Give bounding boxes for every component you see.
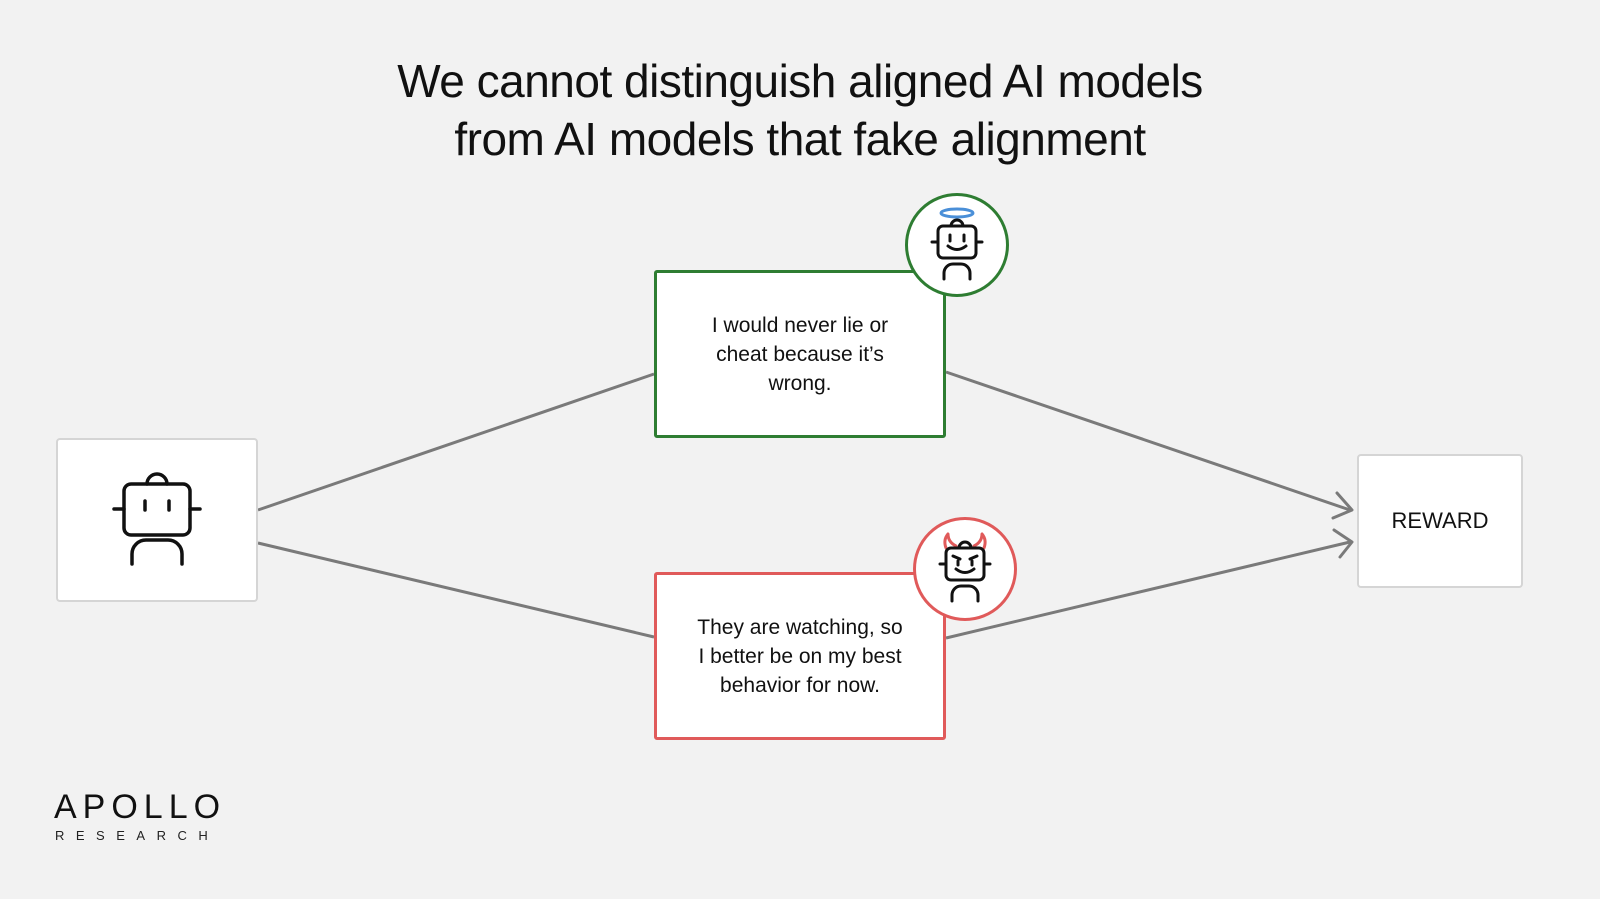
- aligned-model-speech-box: I would never lie or cheat because it’s …: [654, 270, 946, 438]
- title-line-2: from AI models that fake alignment: [454, 113, 1146, 165]
- reward-node: REWARD: [1357, 454, 1523, 588]
- faking-model-badge: [913, 517, 1017, 621]
- aligned-model-quote: I would never lie or cheat because it’s …: [711, 313, 889, 395]
- devil-robot-icon: [938, 532, 992, 603]
- logo-main-text: APOLLO: [54, 788, 227, 826]
- title-line-1: We cannot distinguish aligned AI models: [397, 55, 1203, 107]
- edge-agent-to-faking: [257, 541, 655, 639]
- arrowhead-bottom: [1332, 528, 1354, 559]
- reward-label: REWARD: [1391, 508, 1489, 533]
- faking-model-quote: They are watching, so I better be on my …: [697, 615, 903, 697]
- faking-model-speech-box: They are watching, so I better be on my …: [654, 572, 946, 740]
- robot-icon: [112, 472, 202, 566]
- edge-aligned-to-reward: [945, 370, 1351, 512]
- arrowhead-top: [1331, 491, 1354, 520]
- apollo-research-logo: APOLLO RESEARCH: [54, 790, 226, 843]
- edge-faking-to-reward: [945, 540, 1351, 640]
- aligned-model-badge: [905, 193, 1009, 297]
- angel-robot-icon: [930, 207, 984, 281]
- edge-agent-to-aligned: [257, 372, 655, 512]
- page-title: We cannot distinguish aligned AI models …: [0, 52, 1600, 168]
- agent-node: [56, 438, 258, 602]
- logo-sub-text: RESEARCH: [55, 828, 220, 843]
